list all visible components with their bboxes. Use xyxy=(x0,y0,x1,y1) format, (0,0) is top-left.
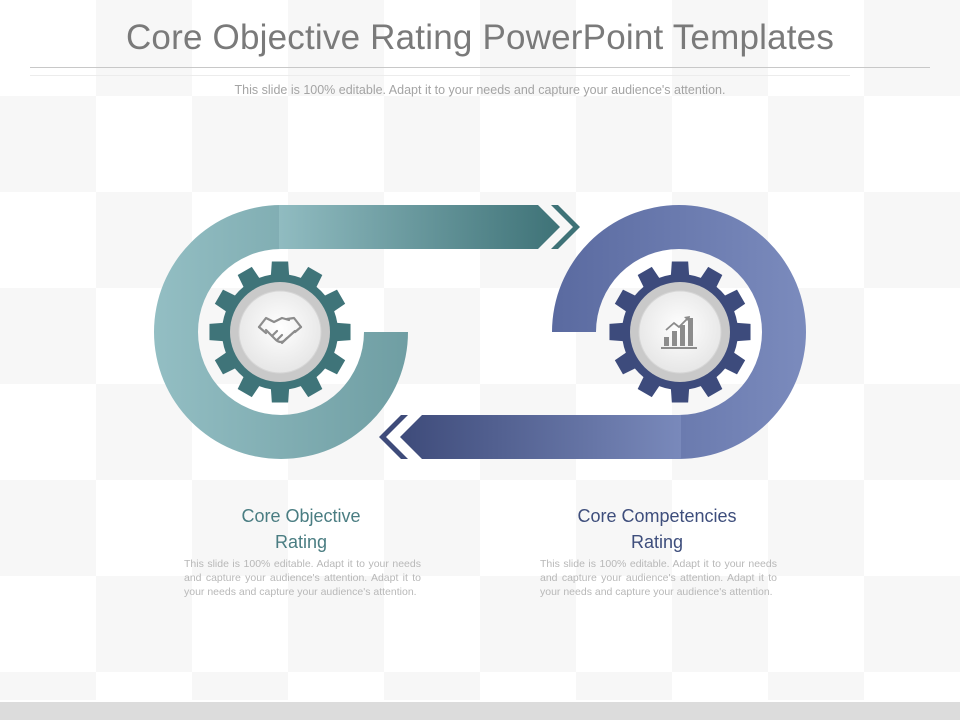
item-1-heading: Core Objective Rating xyxy=(181,503,421,555)
left-gear xyxy=(209,261,351,403)
item-2-heading-line1: Core Competencies xyxy=(577,506,737,526)
blue-loop-ring xyxy=(552,205,806,459)
item-1-heading-line2: Rating xyxy=(274,532,328,552)
item-2-heading: Core Competencies Rating xyxy=(537,503,777,555)
teal-arrow-bar xyxy=(279,205,560,249)
slide-title: Core Objective Rating PowerPoint Templat… xyxy=(125,18,835,57)
bar-chart-icon xyxy=(661,316,697,349)
item-1-description: This slide is 100% editable. Adapt it to… xyxy=(184,558,421,598)
blue-arrow-bar xyxy=(400,415,681,459)
item-2-heading-line2: Rating xyxy=(630,532,684,552)
title-divider-secondary xyxy=(30,75,850,76)
title-divider xyxy=(30,67,930,68)
teal-arrow-chevron xyxy=(551,205,580,249)
handshake-icon xyxy=(257,316,303,345)
bottom-bar xyxy=(0,702,960,720)
left-gear-center xyxy=(238,290,322,374)
item-2-description: This slide is 100% editable. Adapt it to… xyxy=(540,558,777,598)
slide-subtitle: This slide is 100% editable. Adapt it to… xyxy=(234,83,726,97)
item-1-heading-line1: Core Objective xyxy=(241,506,361,526)
blue-arrow-chevron xyxy=(379,415,408,459)
teal-loop-ring xyxy=(154,205,408,459)
